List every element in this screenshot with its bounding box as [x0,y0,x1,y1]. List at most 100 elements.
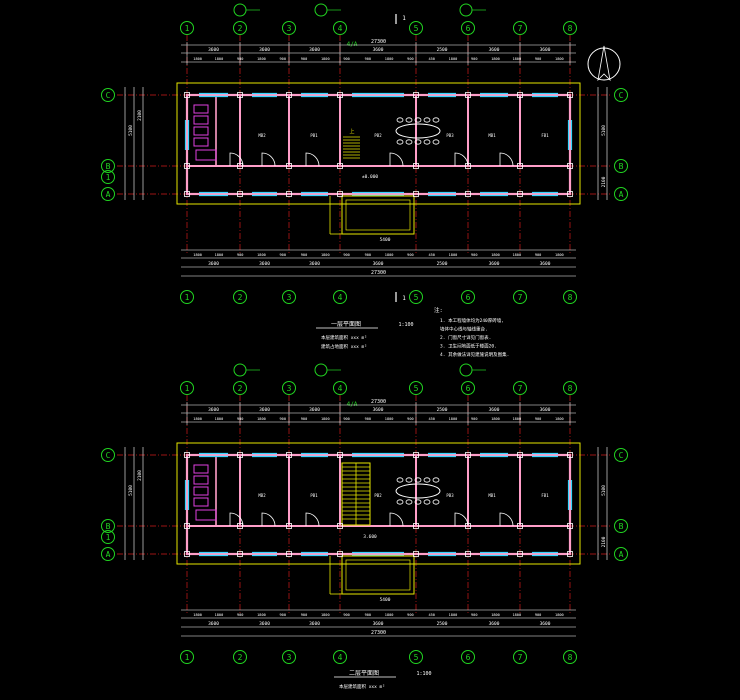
plan1-toilet-stall-1 [193,115,209,125]
plan2-column-7-0 [567,452,573,458]
plan2-column-1-0 [237,452,243,458]
plan2-chair-n-4 [432,477,440,483]
plan2-axis-bottom-8: 8 [568,653,573,662]
plan1-dim-sub-11: 450 [428,57,435,61]
plan2-dim-bsub-15: 1800 [512,613,521,617]
plan1-dim-entrance: 5400 [380,237,391,243]
plan1-dim-bsub-3: 1800 [257,253,266,257]
plan2-axis-bottom-6: 6 [466,653,471,662]
plan2-washbasin [195,509,217,521]
plan1-axis-top-7: 7 [518,24,523,33]
plan1-axis-bottom-4-circle [333,290,347,304]
plan2-room-label-2: PB2 [374,493,382,498]
plan1-axis-left-1-circle [101,159,115,173]
plan1-column-4-0 [413,92,419,98]
plan1-axis-bottom-8-circle [563,290,577,304]
plan1-axis-right-0: C [619,91,624,100]
plan2-column-6-2 [517,551,523,557]
plan2-toilet-stall-3 [193,497,209,507]
plan2-dim-bsub-2: 900 [237,613,244,617]
plan1-axis-right-0-circle [614,88,628,102]
plan2-dim-bsub-7: 900 [343,613,350,617]
plan2-dim-bbay-6: 3600 [540,621,551,627]
plan2-axis-bottom-8-circle [563,650,577,664]
plan2-axis-top-4: 4 [338,384,343,393]
plan1-dim-sub-2: 900 [237,57,244,61]
plan1-tag-circle-0 [233,3,247,17]
plan1-column-7-0 [567,92,573,98]
plan2-chair-n-0 [396,477,404,483]
plan2-axis-right-2: A [619,550,624,559]
plan1-axis-right-2-circle [614,187,628,201]
plan2-dim-bay-2: 3600 [309,407,320,413]
plan2-axis-bottom-6-circle [461,650,475,664]
plan2-column-3-1 [337,523,343,529]
plan1-washbasin [195,149,217,161]
plan1-dim-sub-8: 900 [365,57,372,61]
cut-mark-top: 1 [402,15,406,22]
plan1-dim-bsub-8: 900 [365,253,372,257]
plan2-dim-bsub-3: 1800 [257,613,266,617]
plan2-column-5-2 [465,551,471,557]
plan2-door-0 [261,512,276,527]
plan2-axis-right-1-circle [614,519,628,533]
plan1-column-3-1 [337,163,343,169]
plan2-dim-bsub-0: 1800 [193,613,202,617]
plan2-ref-a4: 4/A [347,401,358,408]
plan1-building-outline [176,82,581,205]
plan2-dim-sub-6: 1800 [321,417,330,421]
plan1-dim-bsub-1: 1800 [215,253,224,257]
plan1-room-label-2: PB2 [374,133,382,138]
plan2-dim-bsub-12: 1800 [449,613,458,617]
plan2-dim-sub-11: 450 [428,417,435,421]
plan1-column-1-2 [237,191,243,197]
plan1-dim-bsub-0: 1800 [193,253,202,257]
plan2-axis-top-1: 1 [185,384,190,393]
plan1-axis-top-8: 8 [568,24,573,33]
plan2-column-3-2 [337,551,343,557]
plan2-column-7-2 [567,551,573,557]
plan2-column-1-1 [237,523,243,529]
plan1-column-3-0 [337,92,343,98]
plan2-dim-bbay-5: 3600 [489,621,500,627]
plan2-dim-bsub-14: 1800 [491,613,500,617]
plan2-conference-table [395,483,441,499]
plan2-dim-bsub-16: 900 [535,613,542,617]
plan1-column-5-1 [465,163,471,169]
plan2-dim-bbay-0: 3600 [208,621,219,627]
plan1-door-1 [305,152,320,167]
plan1-column-2-2 [286,191,292,197]
plan1-column-2-0 [286,92,292,98]
plan1-dim-bay-5: 3600 [489,47,500,53]
plan1-axis-top-7-circle [513,21,527,35]
plan2-chair-s-1 [405,499,413,505]
plan2-dim-sub-15: 1800 [512,417,521,421]
plan1-porch-outline [341,195,415,235]
plan1-room-label-5: FB1 [541,133,549,138]
plan2-level-note: 3.600 [363,534,377,540]
plan1-axis-top-5-circle [409,21,423,35]
plan1-dim-overall: 27300 [371,39,386,45]
plan2-door-5 [229,512,244,527]
plan2-axis-top-3-circle [282,381,296,395]
plan1-room-label-4: MB1 [488,133,496,138]
plan1-axis-bottom-3: 3 [287,293,292,302]
plan2-dim-sub-12: 1800 [449,417,458,421]
plan2-column-3-0 [337,452,343,458]
plan2-axis-top-4-circle [333,381,347,395]
plan2-axis-bottom-1-circle [180,650,194,664]
plan2-dim-sub-1: 1800 [215,417,224,421]
plan2-axis-top-6: 6 [466,384,471,393]
plan2-axis-left-1-circle [101,519,115,533]
plan2-dim-bsub-17: 1800 [555,613,564,617]
plan2-dim-bsub-13: 900 [471,613,478,617]
plan2-dim-bay-0: 3600 [208,407,219,413]
plan1-porch-step [345,199,411,231]
plan1-dim-bsub-14: 1800 [491,253,500,257]
plan2-axis-left-0: C [106,451,111,460]
plan1-dim-bbay-0: 3600 [208,261,219,267]
plan1-column-3-2 [337,191,343,197]
plan2-dim-bbay-4: 2500 [437,621,448,627]
plan1-dim-rside-b: 2100 [601,176,607,187]
plan2-dim-bbay-2: 3600 [309,621,320,627]
